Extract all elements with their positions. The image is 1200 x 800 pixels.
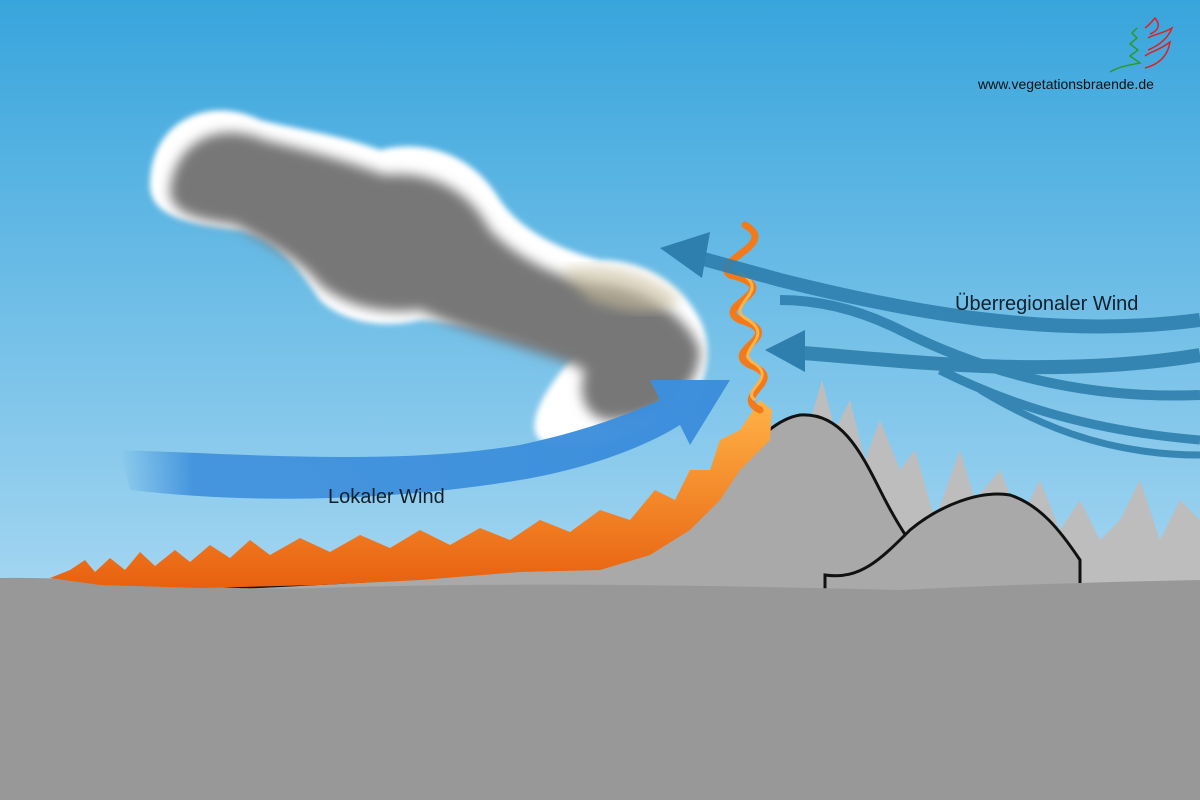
smoke-cloud: [150, 110, 708, 447]
local-wind-label: Lokaler Wind: [328, 486, 445, 508]
regional-wind-label: Überregionaler Wind: [955, 293, 1139, 315]
logo-url[interactable]: www.vegetationsbraende.de: [978, 76, 1154, 92]
ground: [0, 577, 1200, 800]
fire-whirl-highlight: [737, 270, 764, 402]
regional-wind-arrowhead-upper: [660, 232, 710, 278]
fire-front: [50, 400, 772, 588]
second-hill: [823, 492, 1082, 602]
logo-icon: [1109, 16, 1174, 73]
regional-wind-arrows[interactable]: [698, 251, 1200, 459]
regional-wind-arrowhead-lower: [765, 330, 805, 372]
local-wind-arrow[interactable]: [120, 380, 730, 499]
